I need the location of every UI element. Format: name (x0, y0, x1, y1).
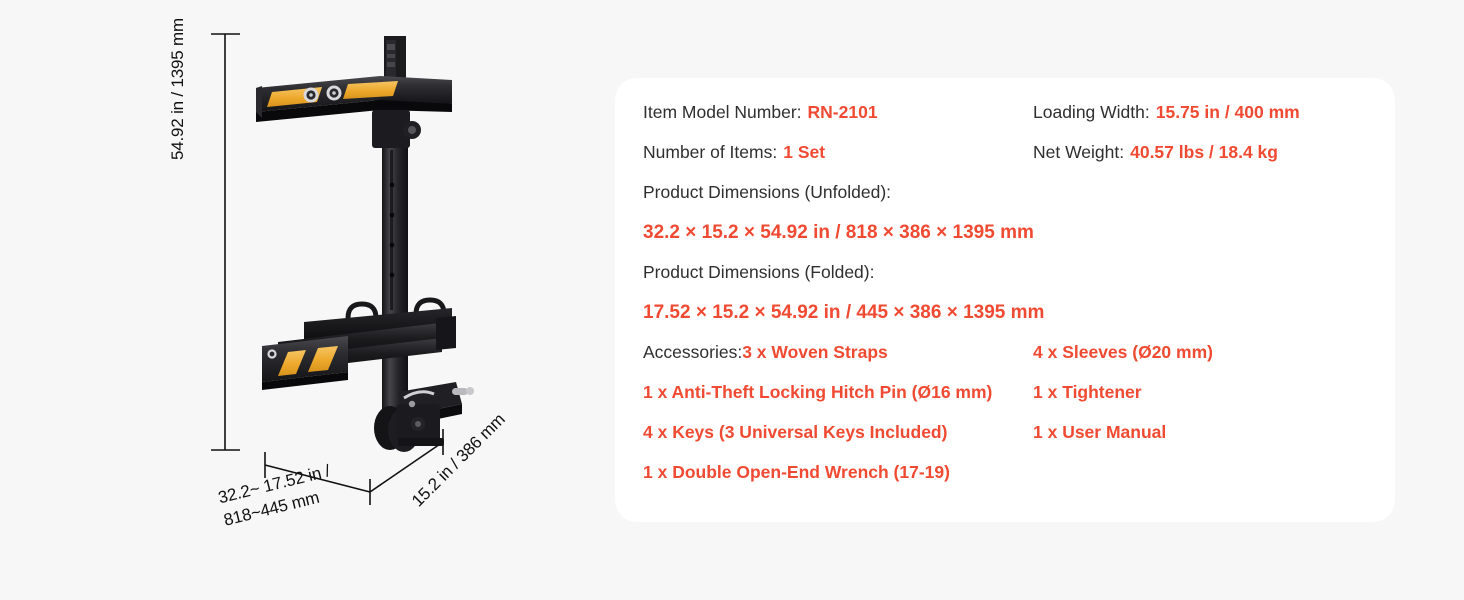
accessories-left-cell-3: 4 x Keys (3 Universal Keys Included) (643, 422, 1033, 443)
accessory-item-tightener: 1 x Tightener (1033, 382, 1142, 402)
accessories-right-cell-2: 1 x Tightener (1033, 382, 1377, 403)
accessories-label: Accessories: (643, 342, 743, 362)
spec-row-accessories-4: 1 x Double Open-End Wrench (17-19) (643, 462, 1377, 502)
accessory-item-hitch-pin: 1 x Anti-Theft Locking Hitch Pin (Ø16 mm… (643, 382, 993, 402)
accessory-item-straps: 3 x Woven Straps (742, 342, 888, 362)
dimension-label-height: 54.92 in / 1395 mm (168, 18, 187, 160)
loading-width-value: 15.75 in / 400 mm (1155, 102, 1300, 122)
spec-row-dimensions-unfolded-value: 32.2 × 15.2 × 54.92 in / 818 × 386 × 139… (643, 222, 1377, 262)
model-value: RN-2101 (807, 102, 878, 122)
dimension-lines (211, 33, 444, 505)
spec-field-model: Item Model Number:RN-2101 (643, 102, 1033, 123)
model-label: Item Model Number: (643, 102, 802, 122)
dimensions-folded-label: Product Dimensions (Folded): (643, 262, 875, 282)
net-weight-value: 40.57 lbs / 18.4 kg (1130, 142, 1278, 162)
number-of-items-label: Number of Items: (643, 142, 778, 162)
accessories-left-cell-4: 1 x Double Open-End Wrench (17-19) (643, 462, 1033, 483)
spec-row-accessories-1: Accessories:3 x Woven Straps 4 x Sleeves… (643, 342, 1377, 382)
spec-row-dimensions-folded-label: Product Dimensions (Folded): (643, 262, 1377, 302)
spec-row-accessories-2: 1 x Anti-Theft Locking Hitch Pin (Ø16 mm… (643, 382, 1377, 422)
dimensions-folded-value: 17.52 × 15.2 × 54.92 in / 445 × 386 × 13… (643, 302, 1045, 323)
hitch-receiver-assembly (374, 380, 474, 452)
spec-row-dimensions-folded-value: 17.52 × 15.2 × 54.92 in / 445 × 386 × 13… (643, 302, 1377, 342)
spec-row-items: Number of Items:1 Set Net Weight:40.57 l… (643, 142, 1377, 182)
number-of-items-value: 1 Set (783, 142, 826, 162)
spec-row-dimensions-unfolded-label: Product Dimensions (Unfolded): (643, 182, 1377, 222)
upper-support-arm (256, 76, 452, 148)
lower-wheel-tray (262, 297, 456, 390)
dimensions-unfolded-label: Product Dimensions (Unfolded): (643, 182, 892, 202)
accessories-first-cell: Accessories:3 x Woven Straps (643, 342, 1033, 363)
accessories-right-cell-1: 4 x Sleeves (Ø20 mm) (1033, 342, 1377, 363)
spec-field-loading-width: Loading Width:15.75 in / 400 mm (1033, 102, 1377, 123)
accessory-item-sleeves: 4 x Sleeves (Ø20 mm) (1033, 342, 1213, 362)
specification-panel: Item Model Number:RN-2101 Loading Width:… (615, 78, 1395, 522)
accessory-item-user-manual: 1 x User Manual (1033, 422, 1167, 442)
product-illustration-svg (211, 33, 474, 505)
accessory-item-keys: 4 x Keys (3 Universal Keys Included) (643, 422, 948, 442)
dimensions-unfolded-value: 32.2 × 15.2 × 54.92 in / 818 × 386 × 139… (643, 222, 1034, 243)
spec-field-number-of-items: Number of Items:1 Set (643, 142, 1033, 163)
net-weight-label: Net Weight: (1033, 142, 1125, 162)
spec-row-accessories-3: 4 x Keys (3 Universal Keys Included) 1 x… (643, 422, 1377, 462)
spec-field-net-weight: Net Weight:40.57 lbs / 18.4 kg (1033, 142, 1377, 163)
product-diagram: 54.92 in / 1395 mm 32.2~ 17.52 in / 818~… (0, 0, 600, 600)
accessory-item-wrench: 1 x Double Open-End Wrench (17-19) (643, 462, 950, 482)
loading-width-label: Loading Width: (1033, 102, 1150, 122)
accessories-left-cell-2: 1 x Anti-Theft Locking Hitch Pin (Ø16 mm… (643, 382, 1033, 403)
spec-row-model: Item Model Number:RN-2101 Loading Width:… (643, 102, 1377, 142)
accessories-right-cell-3: 1 x User Manual (1033, 422, 1377, 443)
